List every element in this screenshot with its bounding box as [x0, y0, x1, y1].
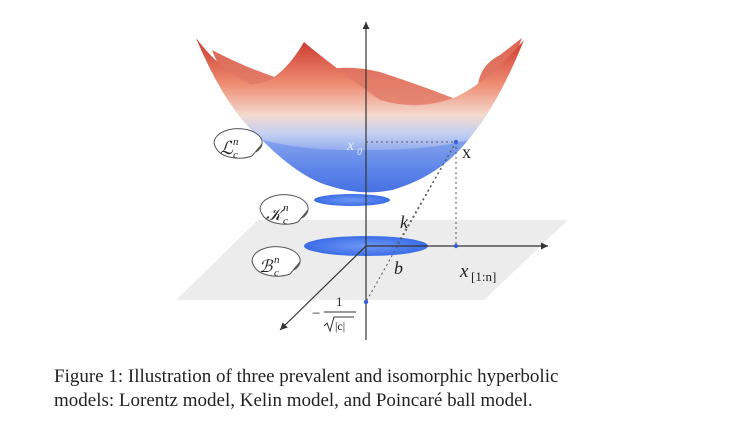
- klein-disk: [314, 194, 390, 206]
- frac-numerator: 1: [336, 294, 343, 309]
- caption-line-1: Figure 1: Illustration of three prevalen…: [54, 366, 559, 387]
- label-k: k: [400, 212, 409, 232]
- ground-plane: [176, 220, 568, 300]
- neg-sign: −: [312, 306, 320, 322]
- lorentz-sub: c: [233, 149, 238, 161]
- lorentz-sup: n: [233, 136, 239, 148]
- label-x0-sub: 0: [357, 147, 362, 158]
- klein-sup: n: [283, 202, 289, 214]
- frac-denominator: |c|: [335, 319, 345, 333]
- label-x0: x: [346, 137, 354, 154]
- klein-symbol: 𝒦: [266, 205, 287, 224]
- klein-bubble: 𝒦 n c: [259, 194, 309, 227]
- lorentz-symbol: ℒ: [220, 138, 234, 158]
- klein-sub: c: [283, 215, 288, 227]
- caption-line-2: models: Lorentz model, Kelin model, and …: [54, 390, 533, 411]
- label-x1n: x: [459, 261, 469, 282]
- point-x1n: [453, 243, 459, 249]
- poincare-symbol: ℬ: [259, 257, 274, 276]
- neg-inverse-sqrt-c-label: − 1 |c|: [312, 294, 356, 333]
- poincare-bubble: ℬ n c: [251, 246, 301, 279]
- poincare-sub: c: [274, 267, 279, 279]
- figure-caption: Figure 1: Illustration of three prevalen…: [54, 365, 704, 413]
- projection-line-klein: [395, 141, 457, 247]
- hyperbolic-models-figure: ℒ n c 𝒦 n c ℬ n c x 0 x k b x [1:n] − 1 …: [176, 22, 568, 340]
- lorentz-surface-front: [262, 140, 468, 193]
- point-x: [453, 139, 459, 145]
- label-b: b: [394, 258, 403, 278]
- lorentz-bubble: ℒ n c: [213, 128, 263, 161]
- label-x: x: [462, 142, 471, 162]
- poincare-sup: n: [274, 254, 280, 266]
- label-x1n-sub: [1:n]: [471, 269, 496, 284]
- depth-axis: [279, 245, 367, 331]
- point-neg-root-c: [363, 299, 369, 305]
